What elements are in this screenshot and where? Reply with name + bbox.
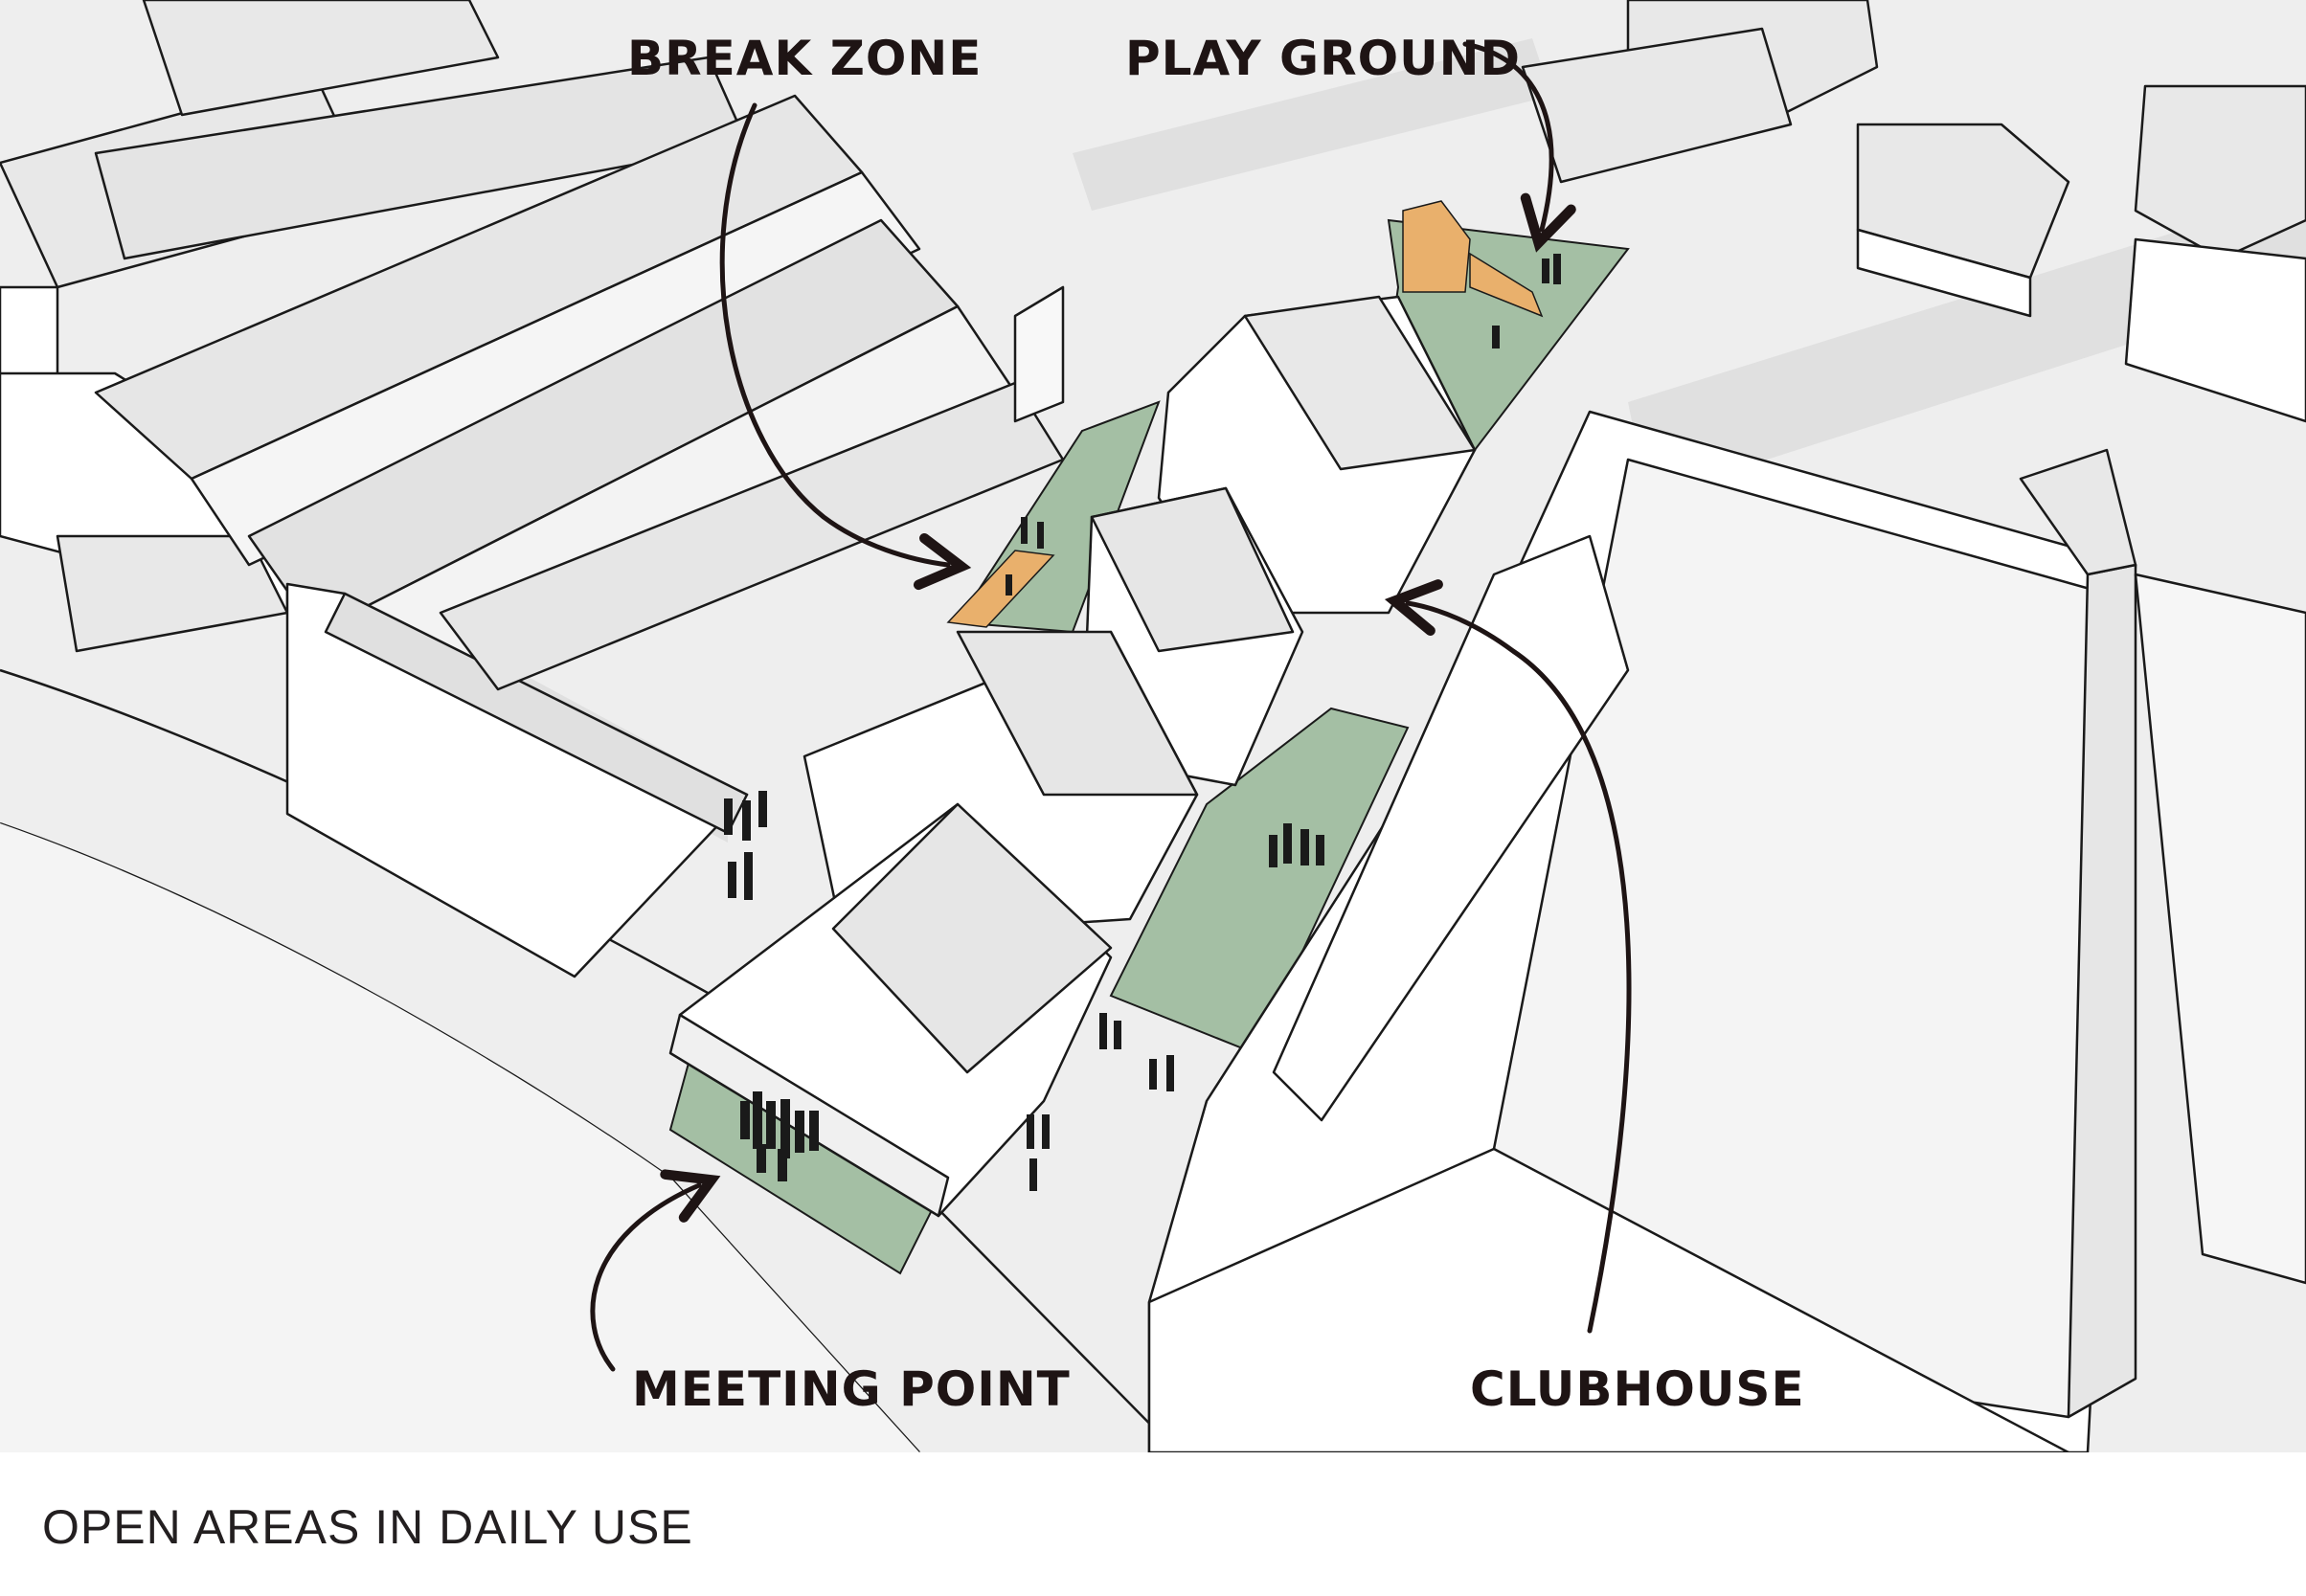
play-ground-label: PLAY GROUND [1125,31,1521,86]
break-zone-benches [946,550,1055,628]
annotation-arrows [590,41,1632,1372]
meeting-point-arrow [590,1169,721,1372]
buildings-row-left [94,94,1065,978]
buildings-central-spine [668,295,1477,1218]
diagram-caption: OPEN AREAS IN DAILY USE [42,1500,693,1554]
clubhouse-label: CLUBHOUSE [1470,1361,1805,1417]
break-zone-arrow [719,102,972,591]
people-silhouettes [724,254,1561,1191]
break-zone-label: BREAK ZONE [627,31,982,86]
clubhouse-arrow [1384,579,1632,1334]
open-area-middle [1109,707,1410,1055]
buildings-background-left [0,0,749,653]
meeting-point-label: MEETING POINT [632,1361,1071,1417]
play-ground-arrow [1462,41,1576,253]
road-surface [0,823,919,1452]
buildings-clubhouse-block [1147,410,2306,1452]
site-axonometric-diagram: BREAK ZONE PLAY GROUND MEETING POINT CLU… [0,0,2306,1452]
play-structure [1402,200,1544,318]
buildings-background-right [1521,0,2306,423]
